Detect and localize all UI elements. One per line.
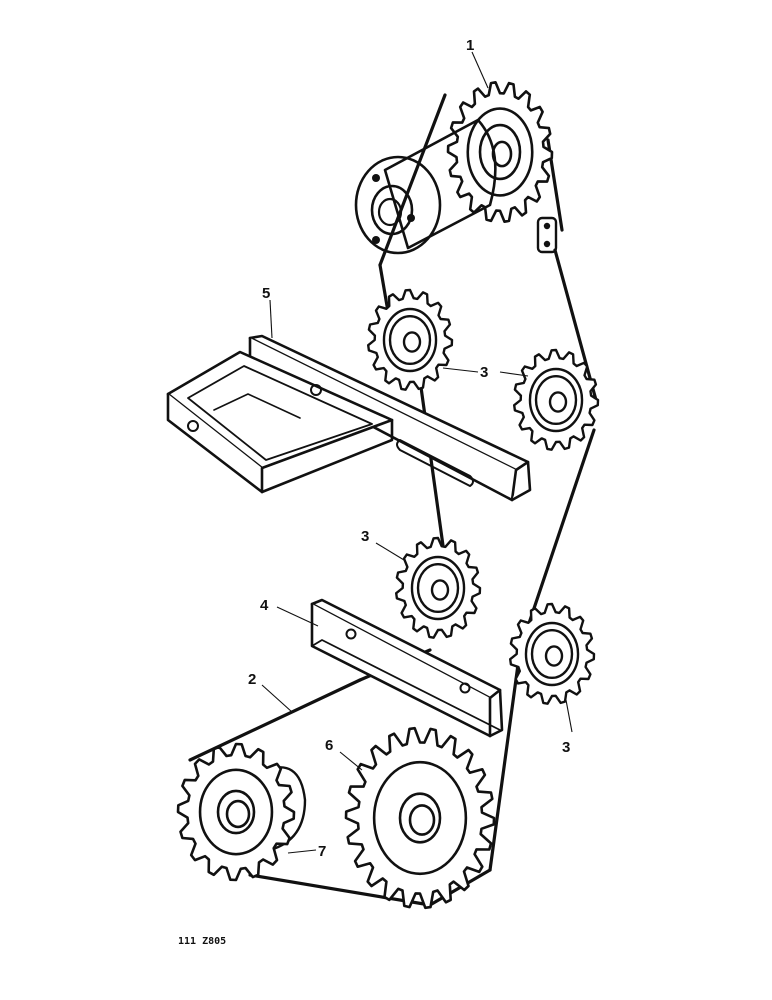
top-drive-sprocket	[354, 81, 554, 255]
idler-sprocket-lower-right	[509, 602, 596, 705]
idler-a-rim	[382, 307, 438, 373]
idler-c-bore	[430, 579, 450, 601]
idler-c-rim	[410, 555, 466, 621]
mounting-bracket	[166, 334, 532, 502]
idler-d-bore	[544, 645, 564, 667]
callout-3a: 3	[480, 364, 488, 381]
big-sprocket-hub	[398, 792, 442, 844]
large-drive-sprocket	[344, 726, 496, 910]
callout-5: 5	[262, 285, 270, 302]
left-sprocket-hub	[216, 789, 256, 835]
callout-4: 4	[260, 597, 269, 614]
idler-sprocket-middle	[395, 536, 482, 639]
idler-a-hub	[388, 314, 432, 366]
callout-3c: 3	[562, 739, 570, 756]
idler-d-rim	[524, 621, 580, 687]
idler-sprocket-upper-right	[513, 348, 600, 451]
left-sprocket-with-spacer	[176, 742, 307, 882]
callout-3b: 3	[361, 528, 369, 545]
callout-1: 1	[466, 37, 474, 54]
top-sprocket-hub	[478, 123, 522, 181]
idler-b-hub	[534, 374, 578, 426]
callout-6: 6	[325, 737, 333, 754]
big-sprocket-bore	[408, 804, 436, 836]
idler-c-hub	[416, 562, 460, 614]
left-sprocket-bore	[225, 799, 251, 829]
idler-a-bore	[402, 331, 422, 353]
callout-2: 2	[248, 671, 256, 688]
angle-bracket	[310, 598, 504, 738]
big-sprocket-rim	[372, 760, 468, 876]
idler-b-bore	[548, 391, 568, 413]
leader-lines	[261, 51, 573, 854]
reference-code: 111 Z805	[178, 936, 226, 947]
idler-b-rim	[528, 367, 584, 433]
top-sprocket-rim	[466, 107, 534, 197]
idler-sprocket-upper-left	[367, 288, 454, 391]
left-sprocket-rim	[198, 768, 274, 856]
idler-d-hub	[530, 628, 574, 680]
chain-connector-link	[536, 216, 558, 254]
callout-7: 7	[318, 843, 326, 860]
